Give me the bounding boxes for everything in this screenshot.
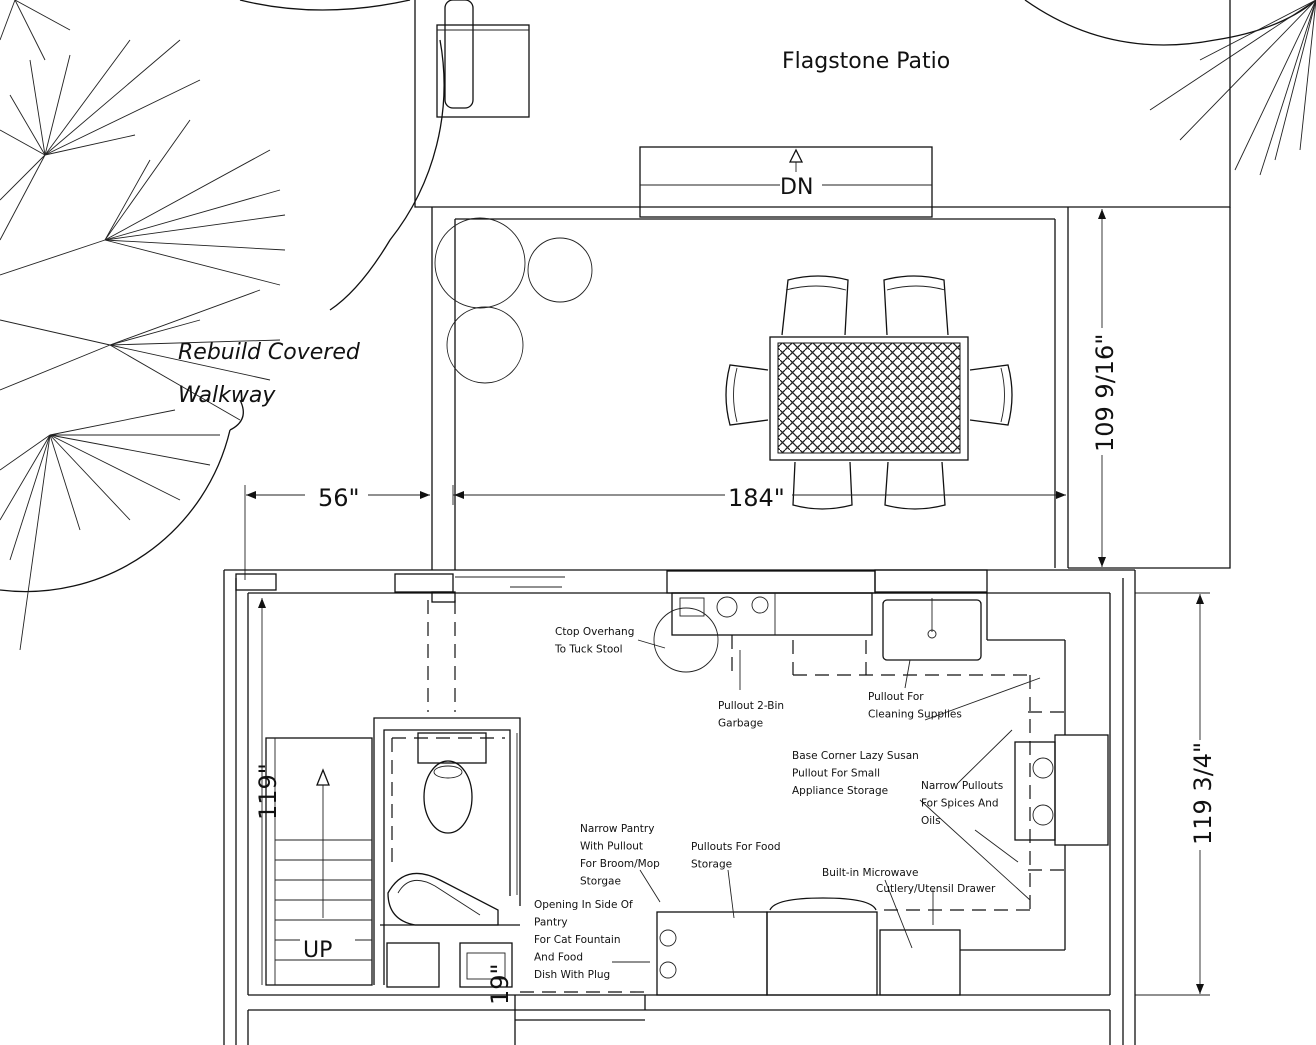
note-cutlery: Cutlery/Utensil Drawer [876, 883, 996, 895]
kitchen-cabinets [520, 570, 1109, 1010]
dim-walkway: 56" [244, 484, 430, 580]
note-overhang: Ctop Overhang To Tuck Stool [554, 626, 634, 656]
note-line: Storage [691, 859, 732, 871]
note-line: To Tuck Stool [554, 644, 623, 656]
tree-symbols [0, 0, 1316, 651]
dim-patio-width: 184" [452, 484, 1066, 512]
note-line: Garbage [718, 718, 763, 730]
dim-kitchen-depth-label: 119 3/4" [1189, 742, 1217, 845]
dim-stair-label: 119" [254, 763, 282, 820]
dim-patio-width-label: 184" [728, 484, 785, 512]
note-line: Narrow Pantry [580, 823, 654, 835]
note-line: For Broom/Mop [580, 858, 660, 870]
note-line: Pantry [534, 917, 568, 929]
note-line: Dish With Plug [534, 969, 610, 981]
note-line: Pullout For [868, 691, 924, 703]
note-microwave: Built-in Microwave [822, 867, 918, 879]
note-line: Pullout For Small [792, 768, 880, 780]
bathroom: 19" [373, 717, 521, 1005]
dim-pantry-label: 19" [486, 963, 514, 1005]
staircase: UP 119" [254, 598, 373, 986]
note-line: Cleaning Supplies [868, 709, 962, 721]
note-line: Pullout 2-Bin [718, 700, 784, 712]
door-opening [427, 591, 456, 712]
shrub-symbols [434, 217, 593, 384]
note-line: For Cat Fountain [534, 934, 621, 946]
note-line: Cutlery/Utensil Drawer [876, 883, 996, 895]
note-line: Ctop Overhang [555, 626, 634, 638]
up-label: UP [303, 938, 332, 963]
note-line: Storgae [580, 876, 621, 888]
note-line: Pullouts For Food [691, 841, 781, 853]
note-line: And Food [534, 952, 583, 964]
annotation-leaders [612, 639, 1041, 963]
note-line: With Pullout [580, 841, 643, 853]
note-line: For Spices And [921, 798, 999, 810]
patio-outline [414, 0, 1231, 569]
dn-label: DN [780, 175, 813, 200]
patio-label: Flagstone Patio [782, 49, 950, 74]
dim-patio-depth-label: 109 9/16" [1091, 334, 1119, 452]
note-line: Base Corner Lazy Susan [792, 750, 919, 762]
note-line: Oils [921, 815, 941, 827]
dim-kitchen-depth: 119 3/4" [1135, 592, 1217, 996]
dim-patio-depth: 109 9/16" [1091, 209, 1119, 567]
down-step: DN [639, 146, 933, 218]
dim-walkway-label: 56" [318, 484, 360, 512]
covered-patio [431, 207, 1069, 570]
note-line: Narrow Pullouts [921, 780, 1003, 792]
note-line: Appliance Storage [792, 785, 888, 797]
note-line: Built-in Microwave [822, 867, 918, 879]
walkway-label-line2: Walkway [178, 383, 276, 408]
note-line: Opening In Side Of [534, 899, 633, 911]
dining-table [725, 275, 1013, 510]
walkway-label-line1: Rebuild Covered [178, 340, 361, 365]
